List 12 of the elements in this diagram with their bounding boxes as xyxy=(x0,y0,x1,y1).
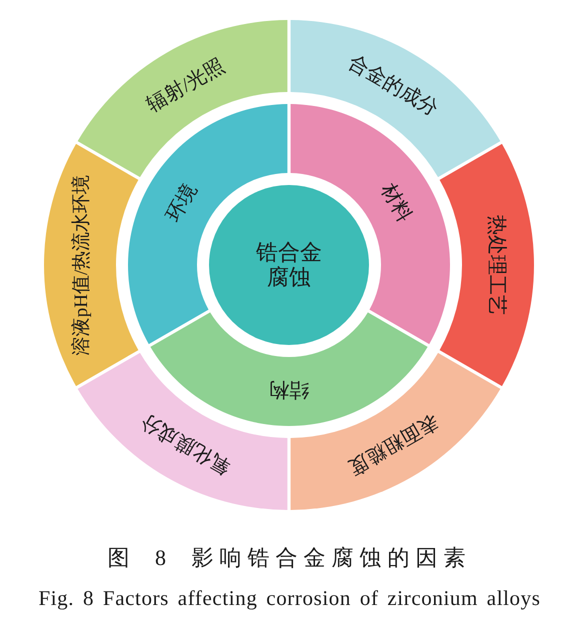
segment-label: 热处理工艺 xyxy=(484,215,508,315)
segment-label: 辐射/光照 xyxy=(142,54,228,118)
segment-label: 合金的成分 xyxy=(343,50,442,121)
center-label: 锆合金腐蚀 xyxy=(255,240,323,290)
segment-label: 材料 xyxy=(376,180,416,226)
segment-label: 氧化膜成分 xyxy=(136,409,235,480)
segment-label: 结构 xyxy=(269,378,309,400)
segment-label: 溶液pH值/热流水环境 xyxy=(71,174,93,356)
figure-caption: Fig. 8 Factors affecting corrosion of zirconium alloys xyxy=(37,586,542,611)
segment-label: 环境 xyxy=(162,180,202,226)
figure-caption: 图 8 影响锆合金腐蚀的因素 xyxy=(106,544,472,572)
segment-label: 表面粗糙度 xyxy=(343,409,442,480)
